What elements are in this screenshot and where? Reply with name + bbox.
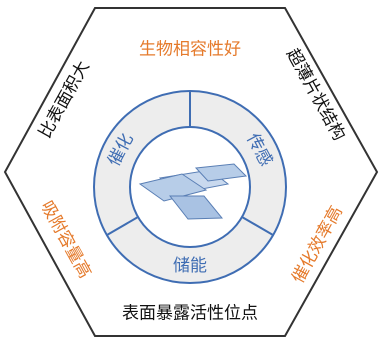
hex-label-bottom: 表面暴露活性位点 xyxy=(122,304,258,324)
application-ring xyxy=(93,89,287,285)
hex-label-top: 生物相容性好 xyxy=(139,40,241,60)
ring-divider-left xyxy=(106,216,139,236)
nanosheet-stack-icon xyxy=(138,163,248,220)
outer-hexagon xyxy=(3,7,379,337)
ring-label-storage: 储能 xyxy=(173,256,207,276)
ring-divider-right xyxy=(241,216,274,236)
nanosheet-bottom xyxy=(168,195,224,220)
nanosheet-right xyxy=(194,163,248,182)
nanosheet-top xyxy=(138,173,208,202)
